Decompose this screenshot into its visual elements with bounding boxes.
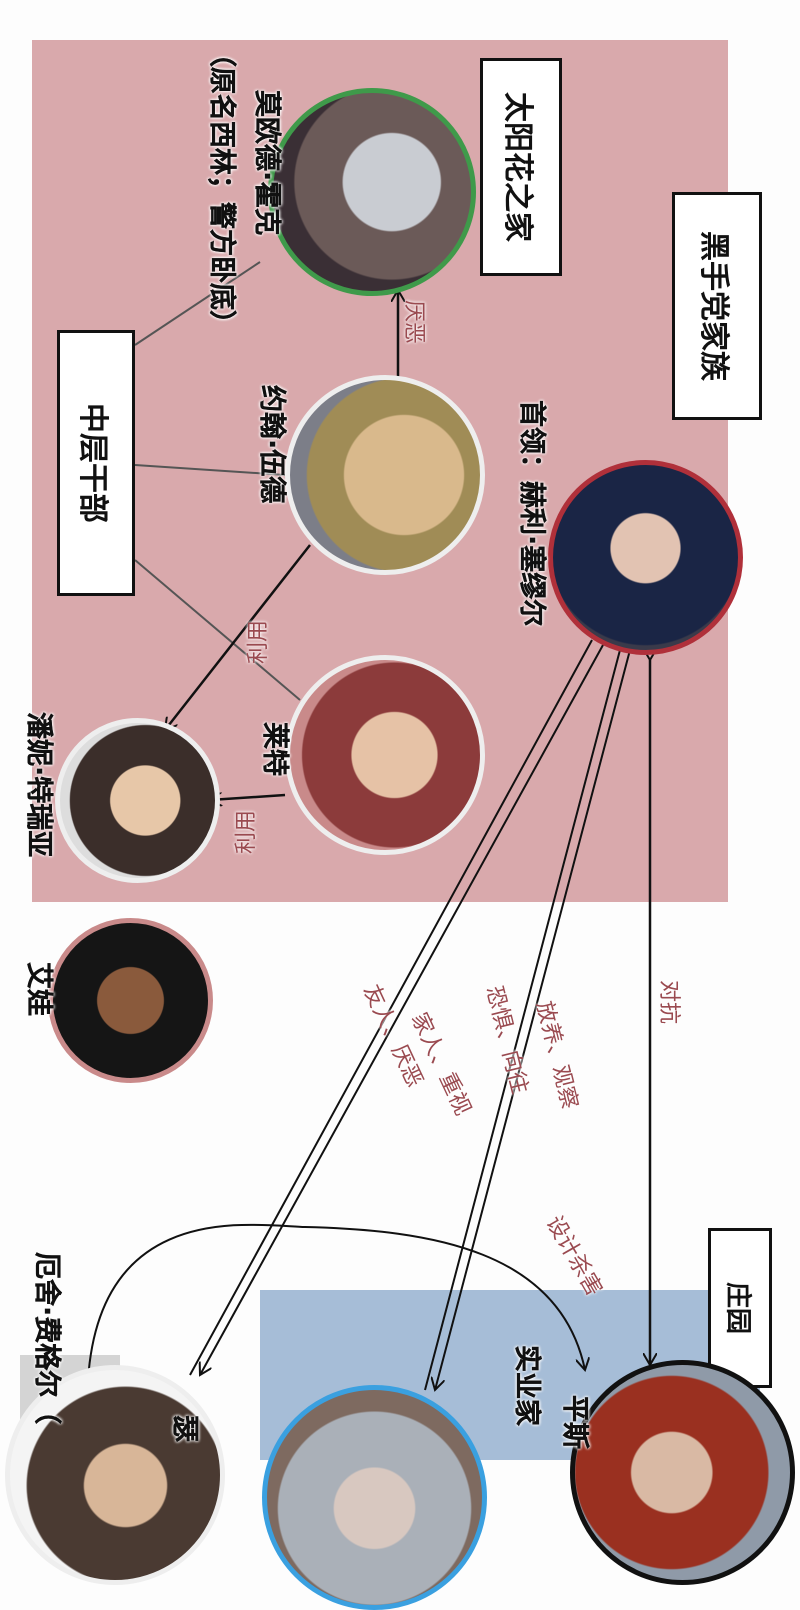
portrait-henry: [548, 460, 743, 655]
relation-henry-manor: 对抗: [656, 980, 681, 1025]
name-usher: 厄舍·费格尔（: [31, 1252, 62, 1425]
line-cadre-john: [134, 464, 286, 476]
name-pins-label: 平斯: [559, 1395, 590, 1449]
name-se: 瑟: [169, 1415, 200, 1442]
group-manor: 庄园: [708, 1228, 772, 1388]
portrait-wright: [285, 655, 485, 855]
group-sunflower-home: 太阳花之家: [480, 58, 562, 276]
arrow-henry-se-b: [435, 649, 631, 1390]
portrait-john: [285, 375, 485, 575]
name-moed-note: （原名西林；警方卧底）: [206, 40, 237, 337]
arrow-henry-usher-a: [189, 639, 593, 1376]
name-ava: 艾娃: [23, 962, 54, 1016]
name-penny: 潘妮·特瑞亚: [23, 712, 54, 858]
relation-john-moed: 厌恶: [401, 300, 426, 345]
line-cadre-wright: [134, 559, 301, 701]
name-henry: 首领：赫利·塞缪尔: [516, 400, 547, 627]
name-wright: 莱特: [259, 722, 290, 776]
portrait-se: [262, 1385, 487, 1610]
arrow-wright-penny: [210, 795, 286, 800]
portrait-penny: [55, 718, 220, 883]
portrait-pins: [570, 1360, 795, 1585]
arrow-henry-se-a: [424, 649, 621, 1391]
portrait-moed: [268, 88, 476, 296]
portrait-ava: [48, 918, 213, 1083]
arrow-usher-pins: [87, 1223, 585, 1381]
line-cadre-moed: [134, 261, 261, 346]
arrow-john-penny: [165, 544, 311, 730]
arrow-henry-usher-b: [200, 644, 604, 1375]
name-moed: 莫欧德·霍克: [251, 90, 282, 236]
name-john: 约翰·伍德: [256, 385, 287, 504]
group-mafia-family: 黑手党家族: [672, 192, 762, 420]
relation-wright-penny: 利用: [234, 810, 259, 855]
name-industrialist: 实业家: [511, 1345, 542, 1426]
group-middle-cadre: 中层干部: [57, 330, 135, 596]
relation-lines: [87, 261, 800, 1458]
relation-john-penny: 利用: [246, 620, 271, 665]
